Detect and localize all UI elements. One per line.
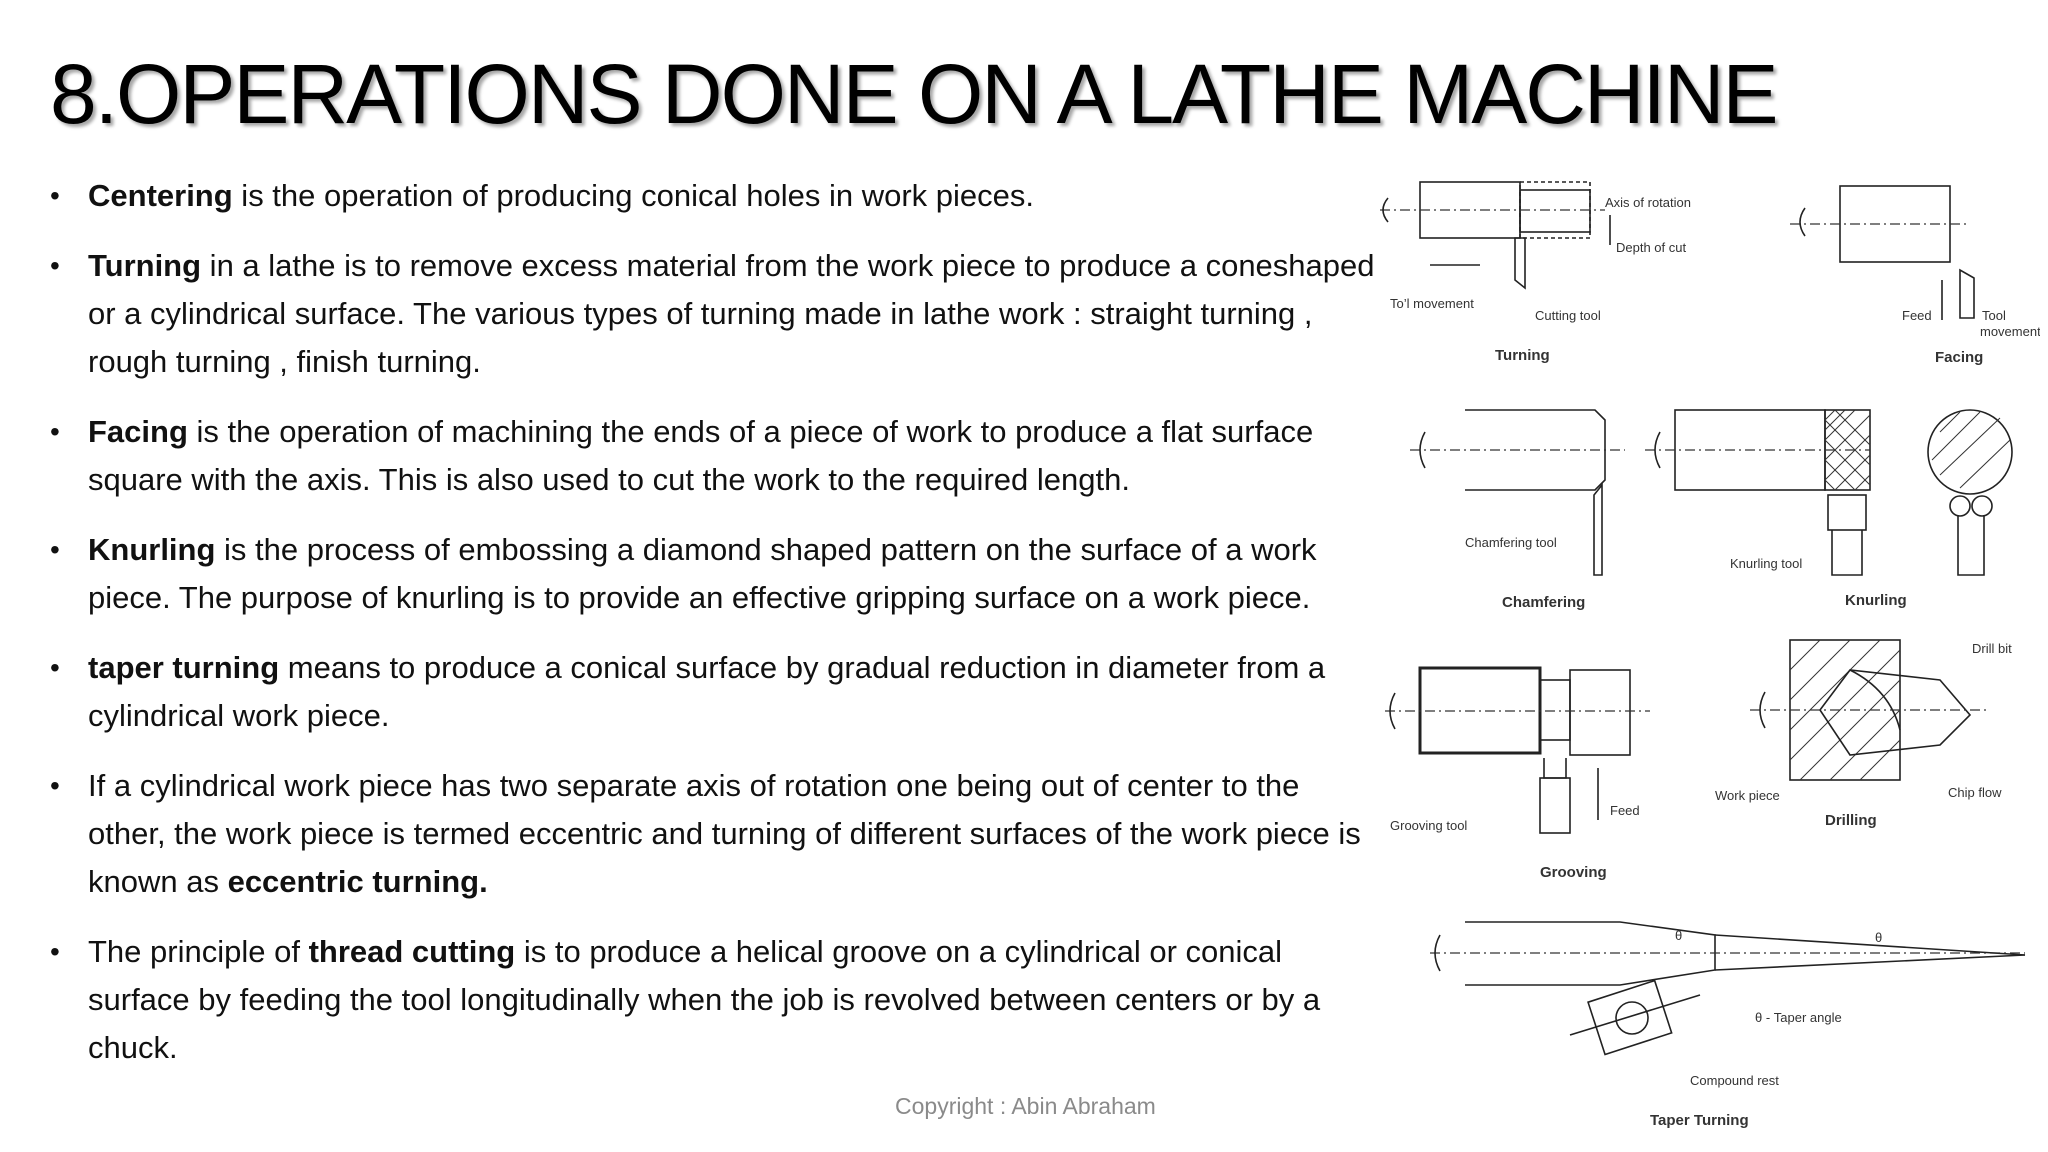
slide-title: 8.OPERATIONS DONE ON A LATHE MACHINE [50, 47, 1779, 141]
drilling-diagram: Drill bit Work piece Chip flow Drilling [1715, 639, 2012, 829]
definition-start: The principle of [88, 934, 309, 969]
drilling-caption: Drilling [1825, 812, 1877, 829]
theta-right: θ [1875, 930, 1882, 945]
feed-label: Feed [1902, 308, 1932, 323]
copyright-footer: Copyright : Abin Abraham [895, 1093, 1156, 1119]
bullet-turning: Turning in a lathe is to remove excess m… [50, 242, 1380, 386]
bit-label: Drill bit [1972, 641, 2012, 656]
grooving-diagram: Feed Grooving tool Grooving [1385, 666, 1650, 881]
tool-label: Tool [1982, 308, 2006, 323]
theta-left: θ [1675, 928, 1682, 943]
definition: is the operation of producing conical ho… [232, 178, 1034, 213]
term: Centering [88, 178, 233, 213]
tool-label: Knurling tool [1730, 556, 1802, 571]
bullet-facing: Facing is the operation of machining the… [50, 408, 1380, 504]
facing-caption: Facing [1935, 349, 1983, 366]
bullet-eccentric-turning: If a cylindrical work piece has two sepa… [50, 762, 1380, 906]
chip-label: Chip flow [1948, 785, 2002, 800]
axis-label: Axis of rotation [1605, 195, 1691, 210]
facing-diagram: Feed Tool movement Facing [1790, 185, 2041, 366]
knurling-diagram: Knurling tool Knurling [1645, 409, 2013, 609]
term: thread cutting [308, 934, 516, 969]
definition: means to produce a conical surface by gr… [88, 650, 1326, 733]
movement-label: movement [1980, 324, 2040, 339]
turning-caption: Turning [1495, 347, 1550, 364]
definition: is the process of embossing a diamond sh… [88, 532, 1317, 615]
turning-diagram: Axis of rotation Depth of cut To’l movem… [1380, 181, 1691, 364]
feed-label: Feed [1610, 803, 1640, 818]
bullet-taper-turning: taper turning means to produce a conical… [50, 644, 1380, 740]
lathe-operations-figure: Axis of rotation Depth of cut To’l movem… [1370, 170, 2041, 1145]
work-label: Work piece [1715, 788, 1780, 803]
term: taper turning [88, 650, 280, 685]
chamfering-caption: Chamfering [1502, 594, 1585, 611]
term: Knurling [88, 532, 216, 567]
bullet-centering: Centering is the operation of producing … [50, 172, 1380, 220]
term: Turning [88, 248, 202, 283]
taper-caption: Taper Turning [1650, 1112, 1749, 1129]
taper-turning-diagram: θ θ θ - Taper angle Compound rest Taper … [1430, 921, 2026, 1129]
knurling-caption: Knurling [1845, 592, 1907, 609]
bullet-knurling: Knurling is the process of embossing a d… [50, 526, 1380, 622]
chamfering-diagram: Chamfering tool Chamfering [1410, 409, 1625, 611]
bullet-list: Centering is the operation of producing … [50, 172, 1380, 1094]
movement-label: To’l movement [1390, 296, 1474, 311]
tool-label: Grooving tool [1390, 818, 1467, 833]
taper-angle-label: θ - Taper angle [1755, 1010, 1842, 1025]
definition: is to produce a helical groove on a cyli… [88, 934, 1321, 1065]
tool-label: Chamfering tool [1465, 535, 1557, 550]
rest-label: Compound rest [1690, 1073, 1779, 1088]
definition: is the operation of machining the ends o… [88, 414, 1314, 497]
term: eccentric turning. [227, 864, 488, 899]
bullet-thread-cutting: The principle of thread cutting is to pr… [50, 928, 1380, 1072]
grooving-caption: Grooving [1540, 864, 1607, 881]
definition: If a cylindrical work piece has two sepa… [88, 768, 1361, 899]
depth-label: Depth of cut [1616, 240, 1686, 255]
term: Facing [88, 414, 188, 449]
definition: in a lathe is to remove excess material … [88, 248, 1375, 379]
tool-label: Cutting tool [1535, 308, 1601, 323]
